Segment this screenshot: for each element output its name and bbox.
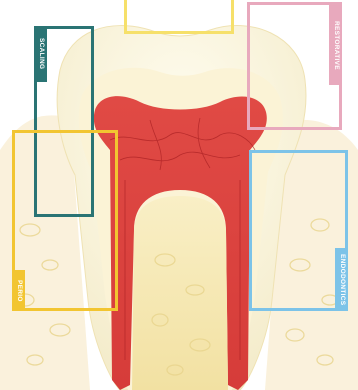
top-label-box <box>124 0 234 34</box>
endodontics-box <box>249 150 348 311</box>
restorative-label: RESTORATIVE <box>329 5 342 85</box>
inter-root-bone <box>132 196 228 390</box>
perio-box <box>12 130 118 311</box>
perio-label: PERIO <box>12 270 25 311</box>
restorative-box <box>247 2 342 130</box>
scaling-label: SCALING <box>34 26 47 82</box>
endodontics-label: ENDODONTICS <box>335 248 348 311</box>
